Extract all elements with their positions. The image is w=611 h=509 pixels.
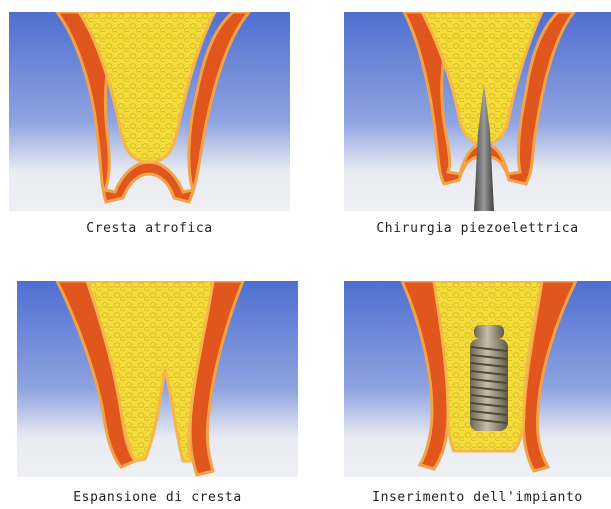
implant-insertion-illustration — [344, 281, 611, 477]
panel-ridge-expansion — [17, 281, 298, 477]
panel-implant-insertion — [344, 281, 611, 477]
dental-implant — [470, 325, 508, 431]
caption-implant-insertion: Inserimento dell'impianto — [344, 490, 611, 505]
atrophic-ridge-illustration — [9, 12, 290, 211]
caption-atrophic-ridge: Cresta atrofica — [9, 221, 290, 236]
panel-atrophic-ridge — [9, 12, 290, 211]
panel-piezo-surgery — [344, 12, 611, 211]
piezo-surgery-illustration — [344, 12, 611, 211]
caption-piezo-surgery: Chirurgia piezoelettrica — [344, 221, 611, 236]
caption-ridge-expansion: Espansione di cresta — [17, 490, 298, 505]
ridge-expansion-illustration — [17, 281, 298, 477]
